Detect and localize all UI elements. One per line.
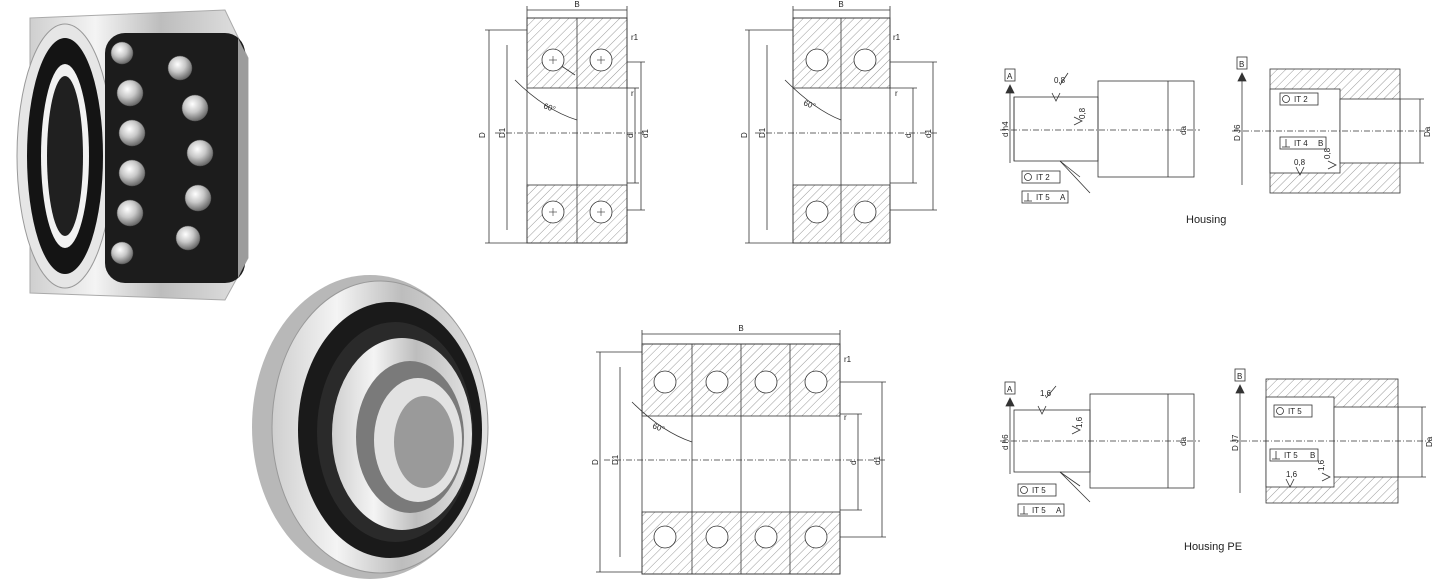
dim-D-label: D <box>740 132 749 138</box>
perpendicularity-tolerance: IT 5 <box>1284 451 1298 460</box>
roughness-label-2: 1,6 <box>1075 416 1084 428</box>
roughness-label: 1,6 <box>1040 389 1052 398</box>
perpendicularity-tolerance: IT 5 <box>1036 193 1050 202</box>
circularity-tolerance: IT 5 <box>1032 486 1046 495</box>
datum-ref: B <box>1318 139 1323 148</box>
datum-ref: B <box>1310 451 1315 460</box>
roughness-label: 0,8 <box>1294 158 1306 167</box>
bearing-section-drawing-2: B r1 r 60° D D1 d d1 <box>740 0 937 244</box>
bearing-photo-cutaway <box>16 9 249 301</box>
Da-label: Da <box>1423 126 1432 137</box>
dim-B-label: B <box>838 0 843 9</box>
dim-B-label: B <box>738 324 743 333</box>
roughness-label-2: 0,8 <box>1078 107 1087 119</box>
da-label: da <box>1179 126 1188 135</box>
dim-d-label: d <box>904 134 913 138</box>
dim-r-label: r <box>895 89 898 98</box>
dim-D1-label: D1 <box>611 454 620 465</box>
roughness-label-2: 1,6 <box>1317 459 1326 471</box>
housing-fit-label: D J7 <box>1231 434 1240 451</box>
dim-d1-label: d1 <box>641 129 650 138</box>
bearing-photo-sealed <box>252 275 489 579</box>
datum-ref: A <box>1056 506 1062 515</box>
bearing-section-drawing-quad: B r1 r 60° D D1 d d1 <box>591 324 886 575</box>
dim-d1-label: d1 <box>924 129 933 138</box>
housing-caption: Housing <box>1186 214 1227 226</box>
dim-d-label: d <box>849 461 858 465</box>
perpendicularity-tolerance: IT 5 <box>1032 506 1046 515</box>
dim-D1-label: D1 <box>498 127 507 138</box>
dim-r1-label: r1 <box>844 355 852 364</box>
dim-d1-label: d1 <box>873 456 882 465</box>
datum-A-label: A <box>1007 72 1013 81</box>
dim-B-label: B <box>574 0 579 9</box>
housing-fit-label: D J6 <box>1233 124 1242 141</box>
datum-ref: A <box>1060 193 1066 202</box>
dim-D-label: D <box>591 459 600 465</box>
circularity-tolerance: IT 5 <box>1288 407 1302 416</box>
Da-label: Da <box>1425 436 1434 447</box>
dim-D1-label: D1 <box>758 127 767 138</box>
dim-r-label: r <box>631 89 634 98</box>
circularity-tolerance: IT 2 <box>1036 173 1050 182</box>
datum-B-label: B <box>1237 372 1242 381</box>
roughness-label-2: 0,8 <box>1323 147 1332 159</box>
bearing-section-drawing-1: B r1 r 60° D D1 d d1 <box>478 0 650 244</box>
da-label: da <box>1179 437 1188 446</box>
roughness-label: 1,6 <box>1286 470 1298 479</box>
shaft-fit-label: d h4 <box>1001 121 1010 137</box>
dim-d-label: d <box>626 134 635 138</box>
dim-D-label: D <box>478 132 487 138</box>
angle-label: 60° <box>542 101 556 114</box>
dim-r1-label: r1 <box>631 33 639 42</box>
perpendicularity-tolerance: IT 4 <box>1294 139 1308 148</box>
shaft-tolerance-diagram-bottom: A 1,6 1,6 d h6 da IT 5 IT 5 A <box>1000 381 1200 517</box>
housing-tolerance-diagram-bottom: B D J7 Da IT 5 IT 5 B 1,6 1,6 <box>1230 368 1434 504</box>
shaft-fit-label: d h6 <box>1001 434 1010 450</box>
angle-label: 60° <box>651 421 665 434</box>
angle-label: 60° <box>802 98 816 111</box>
circularity-tolerance: IT 2 <box>1294 95 1308 104</box>
housing-tolerance-diagram-top: B D J6 Da IT 2 IT 4 B 0,8 0,8 <box>1232 56 1432 194</box>
dim-r-label: r <box>844 413 847 422</box>
roughness-label: 0,8 <box>1054 76 1066 85</box>
dim-r1-label: r1 <box>893 33 901 42</box>
housing-pe-caption: Housing PE <box>1184 541 1243 553</box>
datum-B-label: B <box>1239 60 1244 69</box>
shaft-tolerance-diagram-top: A 0,8 0,8 d h4 da IT 2 IT 5 A <box>1000 68 1200 204</box>
datum-A-label: A <box>1007 385 1013 394</box>
